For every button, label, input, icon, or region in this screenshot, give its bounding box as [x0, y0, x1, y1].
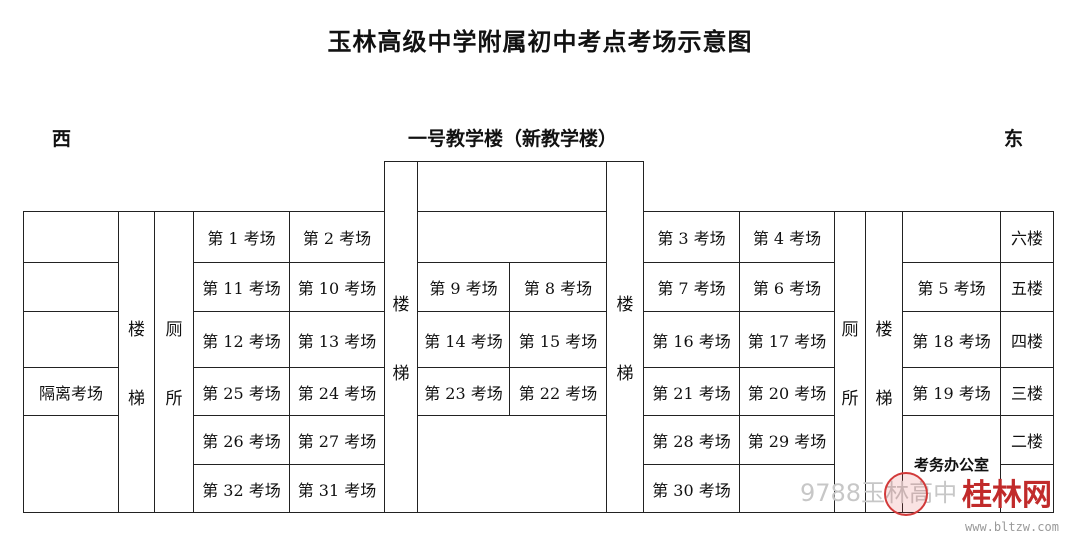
- west-wing-room-5f: [23, 262, 119, 312]
- watermark-url: www.bltzw.com: [965, 520, 1059, 534]
- floor-label-6: 六楼: [1000, 211, 1054, 263]
- exam-room-30: 第 30 考场: [643, 464, 740, 513]
- exam-room-17: 第 17 考场: [739, 311, 835, 368]
- exam-room-23: 第 23 考场: [417, 367, 510, 416]
- exam-room-25: 第 25 考场: [193, 367, 290, 416]
- exam-room-20: 第 20 考场: [739, 367, 835, 416]
- west-wing-room-lower: [23, 415, 119, 513]
- exam-room-3: 第 3 考场: [643, 211, 740, 263]
- exam-room-4: 第 4 考场: [739, 211, 835, 263]
- watermark-account: 9788玉林高中: [800, 479, 958, 507]
- east-room-empty: [739, 464, 835, 513]
- exam-room-21: 第 21 考场: [643, 367, 740, 416]
- exam-room-9: 第 9 考场: [417, 262, 510, 312]
- west-stairs: 楼 梯: [118, 211, 155, 513]
- center-room-top: [417, 161, 607, 212]
- exam-room-13: 第 13 考场: [289, 311, 385, 368]
- watermark-site: 桂林网: [962, 478, 1052, 513]
- center-west-stairs: 楼 梯: [384, 161, 418, 513]
- exam-room-14: 第 14 考场: [417, 311, 510, 368]
- floor-label-5: 五楼: [1000, 262, 1054, 312]
- east-stairs: 楼 梯: [865, 211, 903, 513]
- watermark-seal-icon: [884, 472, 928, 516]
- exam-room-7: 第 7 考场: [643, 262, 740, 312]
- center-room-6f: [417, 211, 607, 263]
- exam-room-8: 第 8 考场: [509, 262, 607, 312]
- exam-room-15: 第 15 考场: [509, 311, 607, 368]
- exam-room-2: 第 2 考场: [289, 211, 385, 263]
- exam-room-31: 第 31 考场: [289, 464, 385, 513]
- exam-room-19: 第 19 考场: [902, 367, 1001, 416]
- exam-room-6: 第 6 考场: [739, 262, 835, 312]
- east-wing-room-6f: [902, 211, 1001, 263]
- exam-room-22: 第 22 考场: [509, 367, 607, 416]
- exam-room-1: 第 1 考场: [193, 211, 290, 263]
- west-wing-room-6f: [23, 211, 119, 263]
- building-label: 一号教学楼（新教学楼）: [408, 128, 618, 150]
- exam-room-5: 第 5 考场: [902, 262, 1001, 312]
- exam-room-12: 第 12 考场: [193, 311, 290, 368]
- floor-label-3: 三楼: [1000, 367, 1054, 416]
- exam-room-11: 第 11 考场: [193, 262, 290, 312]
- west-wing-room-4f: [23, 311, 119, 368]
- east-label: 东: [1004, 128, 1024, 150]
- east-toilet: 厕 所: [834, 211, 866, 513]
- floor-label-2: 二楼: [1000, 415, 1054, 465]
- exam-room-26: 第 26 考场: [193, 415, 290, 465]
- exam-room-28: 第 28 考场: [643, 415, 740, 465]
- west-toilet: 厕 所: [154, 211, 194, 513]
- exam-room-29: 第 29 考场: [739, 415, 835, 465]
- exam-room-16: 第 16 考场: [643, 311, 740, 368]
- exam-room-27: 第 27 考场: [289, 415, 385, 465]
- exam-room-32: 第 32 考场: [193, 464, 290, 513]
- center-east-stairs: 楼 梯: [606, 161, 644, 513]
- page-title: 玉林高级中学附属初中考点考场示意图: [327, 28, 753, 56]
- center-room-lower: [417, 415, 607, 513]
- west-label: 西: [52, 128, 72, 150]
- exam-room-18: 第 18 考场: [902, 311, 1001, 368]
- isolation-room: 隔离考场: [23, 367, 119, 416]
- exam-office-label: 考务办公室: [913, 456, 989, 474]
- exam-room-10: 第 10 考场: [289, 262, 385, 312]
- exam-room-24: 第 24 考场: [289, 367, 385, 416]
- floor-label-1: [1000, 464, 1054, 513]
- floor-label-4: 四楼: [1000, 311, 1054, 368]
